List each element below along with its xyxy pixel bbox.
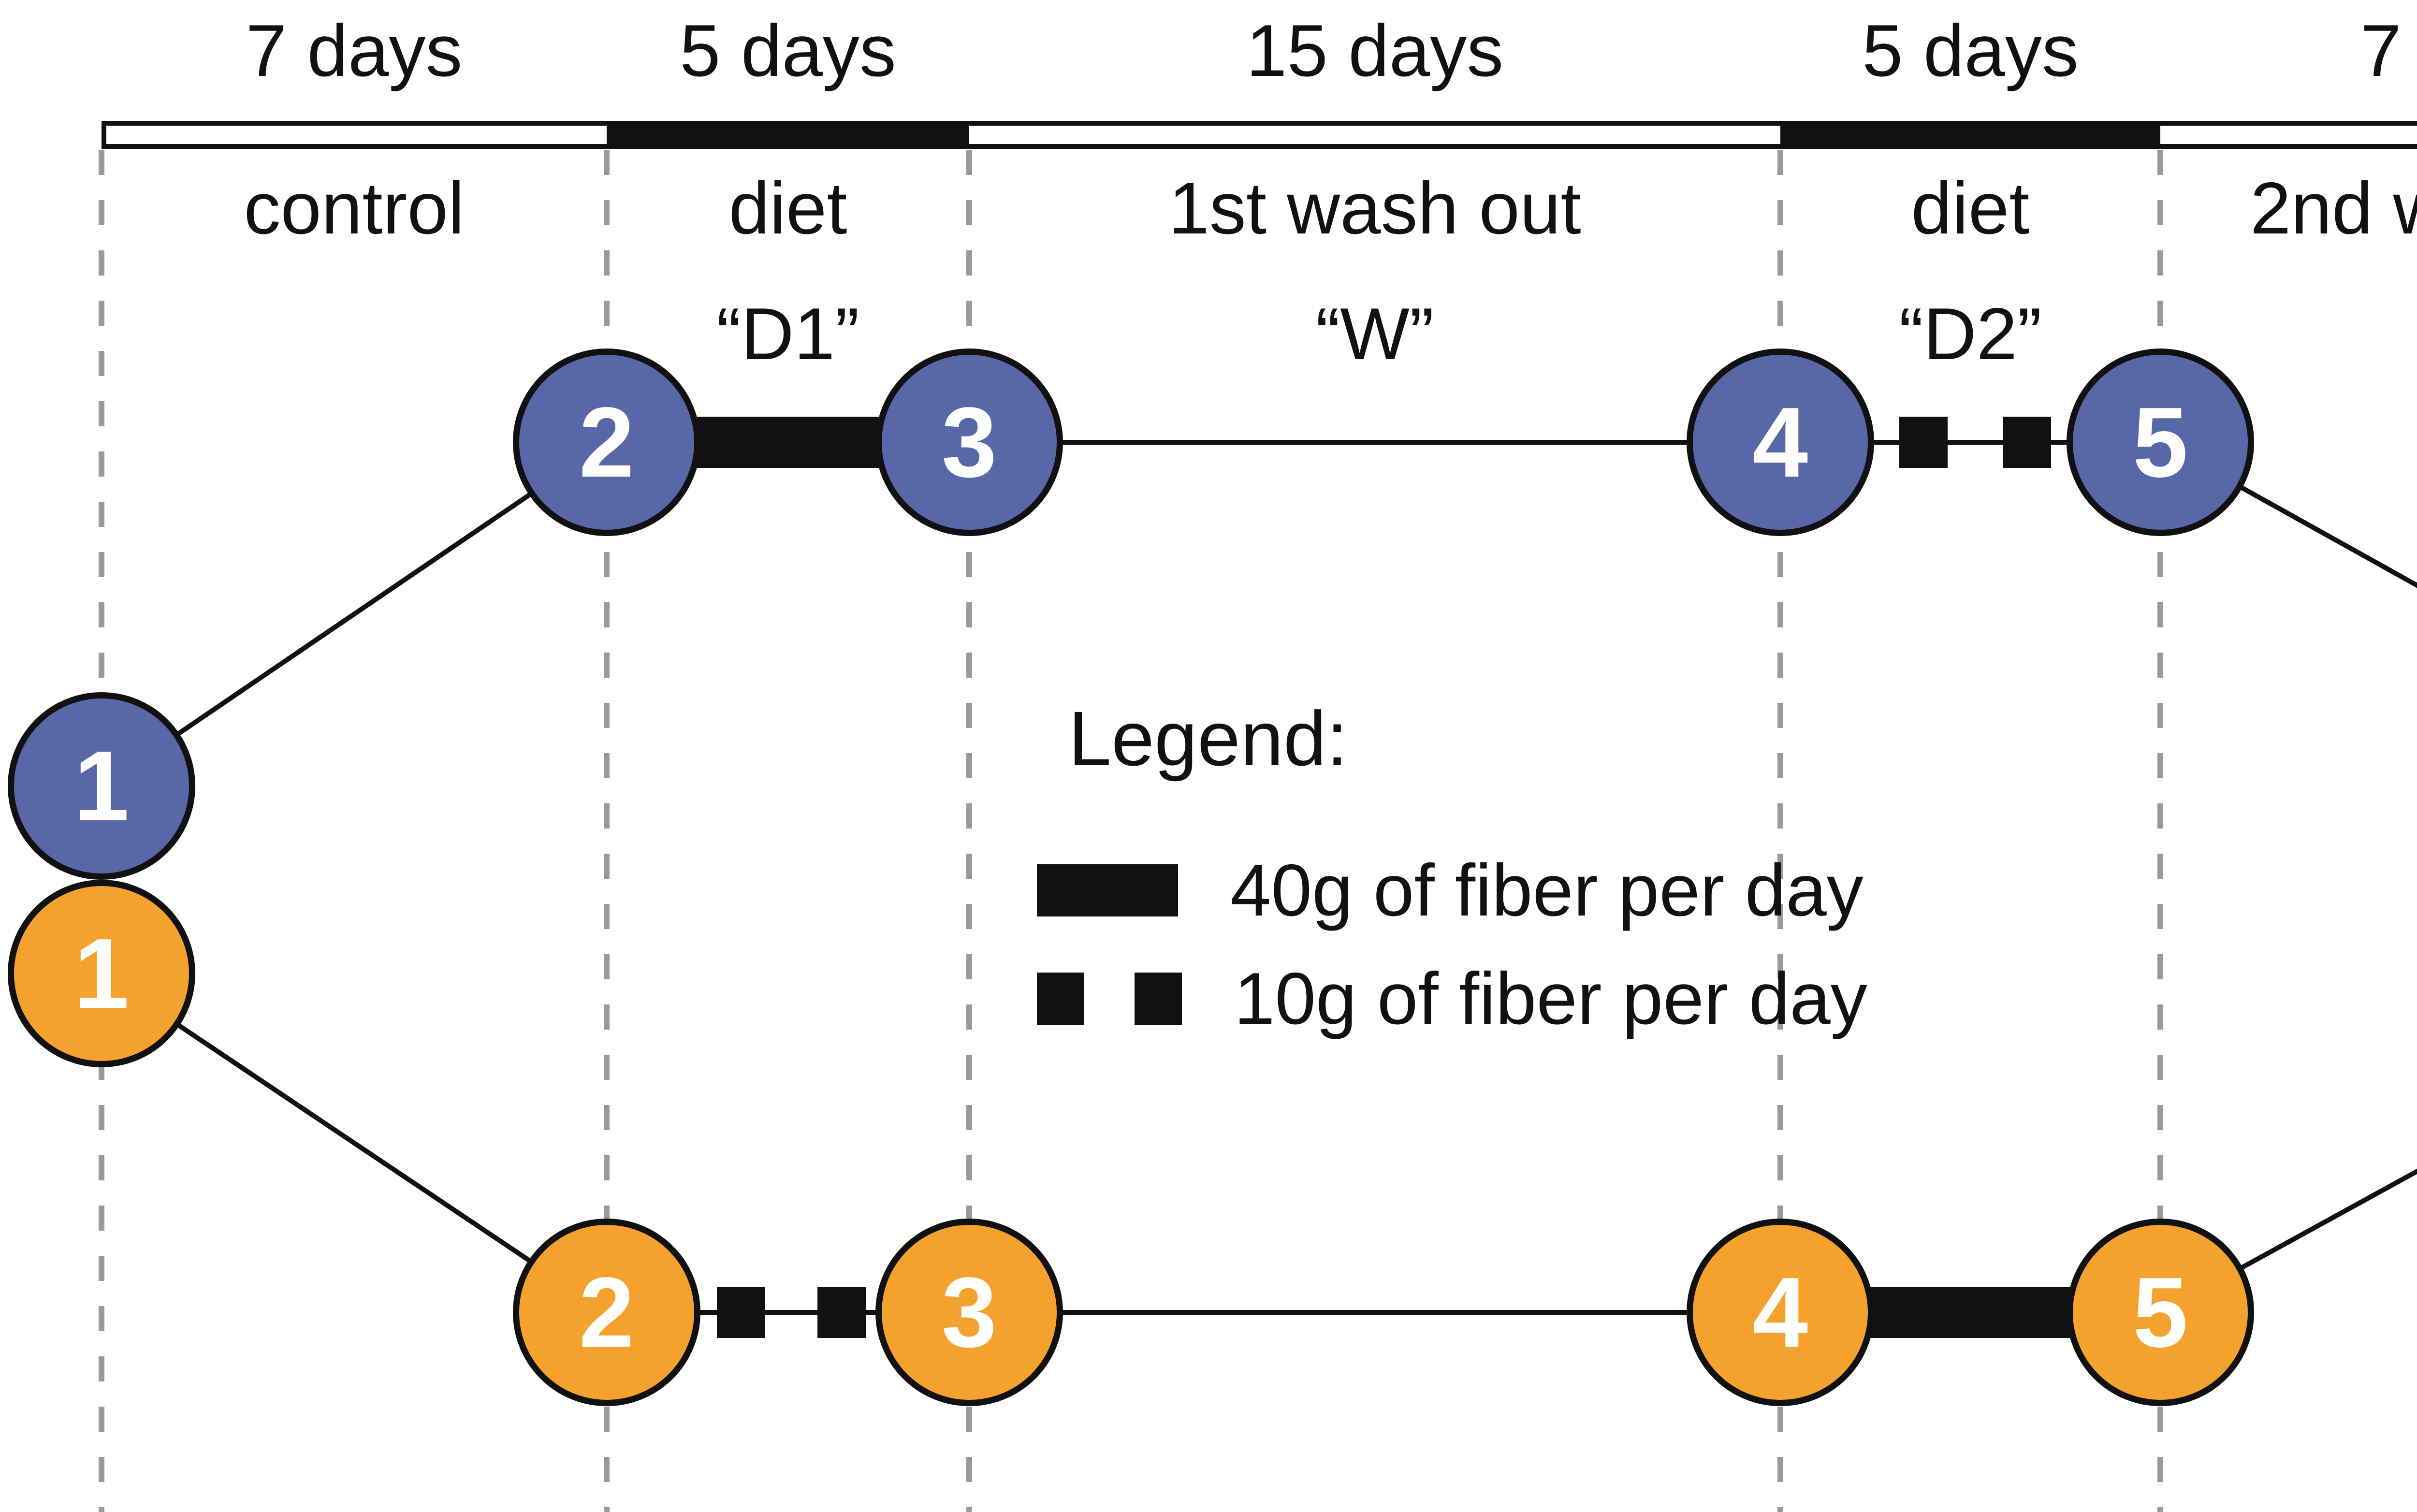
- node-blue-4: 4: [1687, 349, 1874, 536]
- node-orange-2: 2: [513, 1219, 700, 1406]
- legend-swatch-square-2: [1135, 973, 1182, 1025]
- dose-square-orange-2: [817, 1287, 866, 1338]
- duration-label-diet1: 5 days: [680, 10, 896, 92]
- duration-label-washout2: 7 days: [2360, 10, 2417, 92]
- duration-label-washout1: 15 days: [1246, 10, 1504, 92]
- legend-title: Legend:: [1068, 695, 1348, 782]
- node-orange-1-label: 1: [73, 918, 130, 1029]
- dose-square-blue-1: [1899, 417, 1948, 468]
- edge-blue-1-2: [100, 440, 608, 788]
- interval-label-w: “W”: [1315, 293, 1434, 375]
- node-orange-1: 1: [8, 880, 195, 1067]
- node-orange-3: 3: [875, 1219, 1063, 1406]
- node-blue-3: 3: [875, 349, 1063, 536]
- node-blue-1: 1: [8, 692, 195, 880]
- legend-label-40g: 40g of fiber per day: [1230, 849, 1864, 931]
- legend-item-40g: 40g of fiber per day: [1037, 854, 1864, 927]
- node-orange-5: 5: [2067, 1219, 2254, 1406]
- node-orange-3-label: 3: [941, 1257, 997, 1368]
- interval-label-d1: “D1”: [716, 293, 859, 375]
- legend-label-10g: 10g of fiber per day: [1234, 958, 1867, 1040]
- phase-label-control: control: [244, 167, 465, 249]
- legend-swatch-dashed-bar: [1037, 973, 1182, 1025]
- node-blue-4-label: 4: [1752, 387, 1808, 498]
- phase-label-diet2: diet: [1911, 167, 2030, 249]
- node-blue-5-label: 5: [2132, 387, 2188, 498]
- node-orange-4-label: 4: [1752, 1257, 1808, 1368]
- legend-swatch-solid-bar: [1037, 864, 1178, 916]
- node-blue-2-label: 2: [579, 387, 635, 498]
- node-blue-3-label: 3: [941, 387, 997, 498]
- legend-swatch-square-1: [1037, 973, 1084, 1025]
- node-blue-1-label: 1: [73, 730, 130, 842]
- legend-item-10g: 10g of fiber per day: [1037, 962, 1867, 1035]
- dose-square-blue-2: [2003, 417, 2051, 468]
- phase-label-washout1: 1st wash out: [1168, 167, 1581, 249]
- node-blue-5: 5: [2067, 349, 2254, 536]
- node-orange-5-label: 5: [2132, 1257, 2188, 1368]
- duration-label-diet2: 5 days: [1862, 10, 2079, 92]
- node-blue-2: 2: [513, 349, 700, 536]
- phase-label-washout2: 2nd wash out: [2250, 167, 2417, 249]
- phase-label-diet1: diet: [728, 167, 847, 249]
- edge-orange-1-2: [100, 971, 608, 1315]
- timeline-diet1-fill: [607, 121, 969, 149]
- edge-blue-5-6: [2159, 440, 2417, 588]
- timeline-diet2-fill: [1780, 121, 2160, 149]
- duration-label-control: 7 days: [246, 10, 463, 92]
- node-orange-4: 4: [1687, 1219, 1874, 1406]
- interval-label-d2: “D2”: [1899, 293, 2042, 375]
- dose-square-orange-1: [717, 1287, 765, 1338]
- edge-orange-5-6: [2159, 1168, 2417, 1315]
- node-orange-2-label: 2: [579, 1257, 635, 1368]
